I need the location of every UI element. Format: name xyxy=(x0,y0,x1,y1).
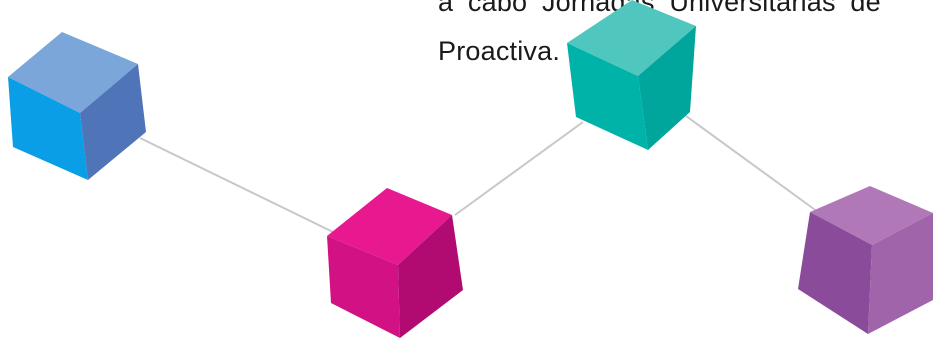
connector-line xyxy=(454,121,584,216)
purple-cube xyxy=(798,186,933,334)
cube-right-face xyxy=(398,215,463,338)
body-text-line: a cabo Jornadas Universitarias de xyxy=(438,0,881,17)
cube-left-face xyxy=(327,236,400,338)
cube-right-face xyxy=(80,64,146,180)
connector-line xyxy=(685,115,819,213)
connector-line xyxy=(139,137,334,233)
cube-left-face xyxy=(567,43,648,150)
cube-left-face xyxy=(798,212,872,334)
cube-right-face xyxy=(638,26,696,150)
cube-top-face xyxy=(8,32,138,113)
cube-top-face xyxy=(567,0,696,76)
cube-top-face xyxy=(327,188,452,265)
cube-left-face xyxy=(8,77,88,180)
cube-right-face xyxy=(868,213,933,334)
magenta-cube xyxy=(327,188,463,338)
blue-cube xyxy=(8,32,146,180)
teal-cube xyxy=(567,0,696,150)
cube-top-face xyxy=(810,186,933,245)
connector-lines xyxy=(139,115,819,233)
body-text-line: Proactiva. xyxy=(438,36,561,66)
